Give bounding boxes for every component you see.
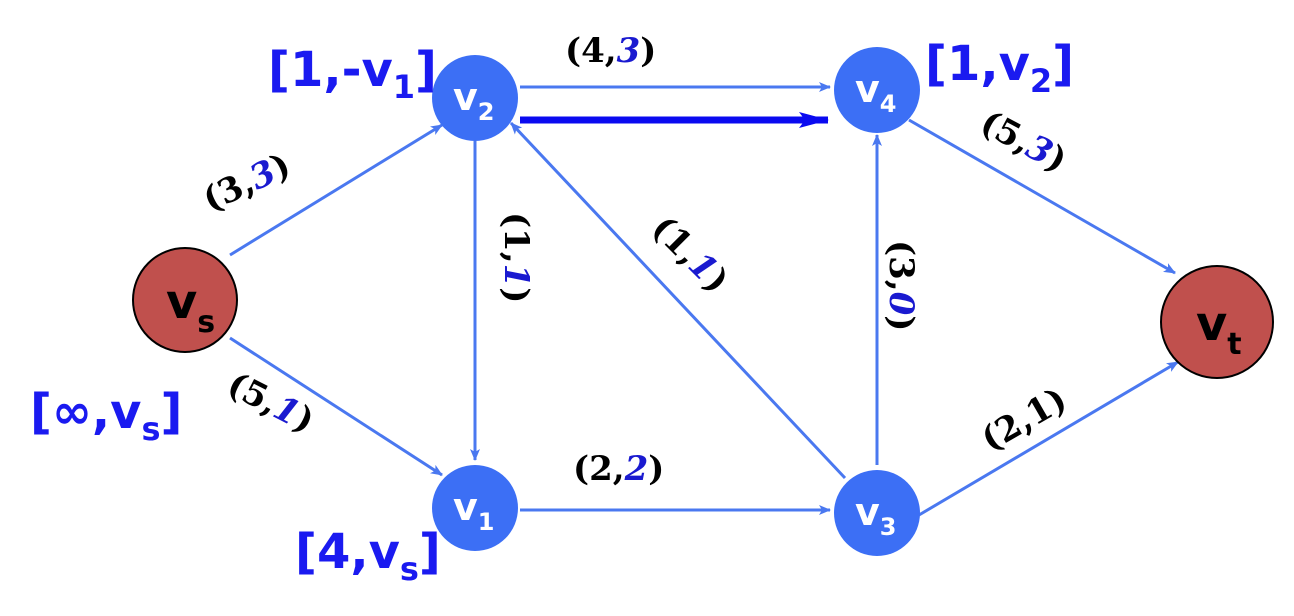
node-vt[interactable]: vt xyxy=(1160,265,1274,379)
node-vs-sub: s xyxy=(197,305,215,340)
node-vs-circle xyxy=(132,247,238,353)
tag-vs: [∞,vs] xyxy=(30,384,182,448)
node-vt-circle xyxy=(1160,265,1274,379)
node-v3[interactable]: v3 xyxy=(834,470,920,556)
node-v3-name: v xyxy=(855,490,880,534)
node-v4-circle xyxy=(834,47,920,133)
tag-v4: [1,v2] xyxy=(925,36,1074,100)
edge-vs-v2 xyxy=(229,123,443,257)
node-v1-circle xyxy=(432,465,518,551)
edge-label-vs-v2: (3,3) xyxy=(197,145,297,220)
edge-labels: (3,3) (5,1) (4,3) (1,1) (1,1) (2,2) (3,0… xyxy=(197,31,1074,489)
node-v4-sub: 4 xyxy=(880,90,897,118)
node-tags: [1,-v1] [1,v2] [∞,vs] [4,vs] xyxy=(30,36,1074,588)
node-v4[interactable]: v4 xyxy=(834,47,920,133)
tag-v1: [4,vs] xyxy=(295,524,441,588)
tag-v2: [1,-v1] xyxy=(268,42,437,106)
svg-text:v3: v3 xyxy=(855,490,896,541)
edge-label-v2-v1: (1,1) xyxy=(496,212,536,303)
edge-label-v3-vt: (2,1) xyxy=(975,379,1074,459)
node-vt-name: v xyxy=(1196,296,1227,352)
edge-v4-vt xyxy=(908,118,1176,275)
node-v2-circle xyxy=(432,55,518,141)
node-v2-name: v xyxy=(453,75,478,119)
svg-text:vt: vt xyxy=(1196,296,1242,362)
svg-text:vs: vs xyxy=(166,274,215,340)
node-vt-sub: t xyxy=(1227,327,1241,362)
node-v3-sub: 3 xyxy=(880,513,897,541)
edge-label-v3-v4: (3,0) xyxy=(881,240,921,331)
node-v2[interactable]: v2 xyxy=(432,55,518,141)
edge-label-v2-v4: (4,3) xyxy=(565,31,656,71)
node-v2-sub: 2 xyxy=(478,98,495,126)
node-v1-sub: 1 xyxy=(478,508,495,536)
edge-v3-vt xyxy=(918,360,1179,517)
edge-v3-v2 xyxy=(509,121,847,480)
edge-vs-v1 xyxy=(229,336,443,477)
svg-text:v4: v4 xyxy=(855,67,896,118)
node-v3-circle xyxy=(834,470,920,556)
svg-text:v2: v2 xyxy=(453,75,494,126)
svg-text:v1: v1 xyxy=(453,485,494,536)
node-v1[interactable]: v1 xyxy=(432,465,518,551)
edge-label-v1-v3: (2,2) xyxy=(573,449,664,489)
node-v4-name: v xyxy=(855,67,880,111)
node-vs-name: v xyxy=(166,274,197,330)
edges xyxy=(229,82,1179,517)
node-v1-name: v xyxy=(453,485,478,529)
edge-label-v4-vt: (5,3) xyxy=(974,103,1073,181)
edge-label-vs-v1: (5,1) xyxy=(221,364,321,441)
edge-label-v3-v2: (1,1) xyxy=(644,208,737,301)
nodes: vs vt v2 v4 v1 v3 xyxy=(132,47,1274,556)
node-vs[interactable]: vs xyxy=(132,247,238,353)
